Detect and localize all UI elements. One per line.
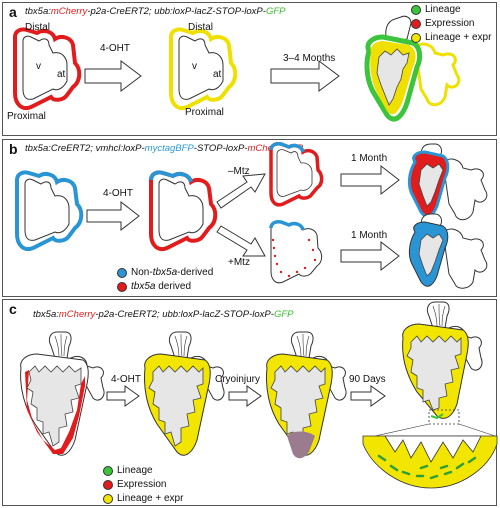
genotype-part: tbx5a:CreERT2; vmhcl:loxP- <box>25 143 145 154</box>
label-proximal: Proximal <box>7 111 46 122</box>
genotype-part: tbx5a: <box>25 6 51 17</box>
legend-item: Lineage + expr <box>411 31 491 45</box>
ablated-cell-dots <box>271 238 317 278</box>
genotype-part: -p2a-CreERT2; ubb:loxP-lacZ-STOP-loxP- <box>95 309 274 320</box>
arrow-shape <box>228 385 262 407</box>
injury-area <box>287 431 315 459</box>
genotype-reporter-green: GFP <box>265 6 286 17</box>
legend-item: Non-tbx5a-derived <box>117 266 213 280</box>
legend-text-part: -derived <box>177 267 214 278</box>
label-distal: Distal <box>25 22 51 33</box>
label-atrium: at <box>213 69 222 80</box>
label-atrium: at <box>57 69 66 80</box>
legend-text: Lineage <box>425 4 461 15</box>
red-dot-icon <box>117 282 127 292</box>
legend-item: Lineage <box>103 464 183 478</box>
legend-item: Lineage + expr <box>103 492 183 506</box>
arrow-shape <box>216 173 266 209</box>
panel-a: a tbx5a:mCherry-p2a-CreERT2; ubb:loxP-la… <box>2 2 497 136</box>
step-label-4-oht: 4-OHT <box>100 43 130 54</box>
green-cell-marks <box>377 454 477 480</box>
label-one-month: 1 Month <box>351 153 388 164</box>
step-label-cryoinjury: Cryoinjury <box>215 374 261 385</box>
regenerated-heart <box>402 301 483 425</box>
legend-item: Expression <box>411 17 491 31</box>
label-distal: Distal <box>188 22 214 33</box>
legend-text-gene: tbx5a <box>152 267 178 278</box>
genotype-reporter-red: mCherry <box>58 309 96 320</box>
panel-a-genotype: tbx5a:mCherry-p2a-CreERT2; ubb:loxP-lacZ… <box>25 6 285 17</box>
panel-b: b tbx5a:CreERT2; vmhcl:loxP-myctagBFP-ST… <box>2 139 497 297</box>
genotype-reporter-green: GFP <box>273 309 294 320</box>
legend-b: Non-tbx5a-derived tbx5a derived <box>117 266 213 294</box>
zoomed-regenerate-inset <box>362 435 498 489</box>
panel-c-genotype: tbx5a:mCherry-p2a-CreERT2; ubb:loxP-lacZ… <box>33 309 293 320</box>
legend-a: Lineage Expression Lineage + expr <box>411 3 491 45</box>
arrow-shape <box>84 60 142 92</box>
green-dot-icon <box>411 5 421 15</box>
arrow-shape <box>340 164 400 196</box>
legend-text-part: Non- <box>131 267 153 278</box>
legend-text: tbx5a derived <box>131 280 191 294</box>
adult-heart-blue <box>408 213 488 289</box>
arrow-shape <box>216 225 266 257</box>
panel-a-label: a <box>9 4 17 20</box>
blue-dot-icon <box>117 268 127 278</box>
panel-c-label: c <box>9 301 17 317</box>
legend-text-gene: tbx5a <box>131 281 156 292</box>
panel-b-drawing <box>15 142 488 289</box>
legend-item: Lineage <box>411 3 491 17</box>
legend-item: tbx5a derived <box>117 280 213 294</box>
genotype-reporter-red: mCherry <box>50 6 88 17</box>
yellow-dot-icon <box>103 494 113 504</box>
legend-text: Non-tbx5a-derived <box>131 266 213 280</box>
green-dot-icon <box>103 466 113 476</box>
juvenile-heart-red <box>20 331 105 456</box>
label-ventricle: v <box>192 61 197 72</box>
legend-text: Lineage <box>117 465 153 476</box>
step-label-months: 3–4 Months <box>283 53 336 64</box>
adult-heart-illustration <box>364 15 461 122</box>
legend-text-part: derived <box>155 281 192 292</box>
arrow-shape <box>350 385 386 407</box>
genotype-part: -p2a-CreERT2; ubb:loxP-lacZ-STOP-loxP- <box>87 6 266 17</box>
label-one-month: 1 Month <box>351 230 388 241</box>
arrow-shape <box>86 200 140 232</box>
legend-text: Expression <box>117 479 167 490</box>
adult-heart-red <box>407 143 488 221</box>
genotype-reporter-blue: myctagBFP <box>144 143 194 154</box>
arrow-shape <box>270 60 340 92</box>
label-ventricle: v <box>36 61 41 72</box>
juvenile-heart-yellow <box>144 331 225 456</box>
red-dot-icon <box>411 19 421 29</box>
legend-c: Lineage Expression Lineage + expr <box>103 464 183 506</box>
legend-text: Lineage + expr <box>425 32 492 43</box>
genotype-part: tbx5a: <box>33 309 59 320</box>
red-dot-icon <box>103 480 113 490</box>
legend-text: Expression <box>425 18 475 29</box>
step-label-4-oht: 4-OHT <box>111 374 141 385</box>
heart-outline-blue-mtz <box>270 221 323 284</box>
arrow-shape <box>106 385 140 407</box>
cryoinjured-heart <box>266 331 347 459</box>
label-minus-mtz: –Mtz <box>228 166 250 177</box>
panel-a-drawing <box>13 15 461 122</box>
yellow-dot-icon <box>411 33 421 43</box>
step-label-4-oht: 4-OHT <box>103 188 133 199</box>
arrow-shape <box>340 240 400 272</box>
panel-c-drawing <box>20 301 498 489</box>
label-plus-mtz: +Mtz <box>228 257 250 268</box>
panel-c: c tbx5a:mCherry-p2a-CreERT2; ubb:loxP-la… <box>2 299 498 506</box>
panel-b-label: b <box>9 141 18 157</box>
label-proximal: Proximal <box>185 107 224 118</box>
genotype-part: -STOP-loxP- <box>193 143 248 154</box>
legend-item: Expression <box>103 478 183 492</box>
step-label-90-days: 90 Days <box>349 374 386 385</box>
legend-text: Lineage + expr <box>117 493 184 504</box>
